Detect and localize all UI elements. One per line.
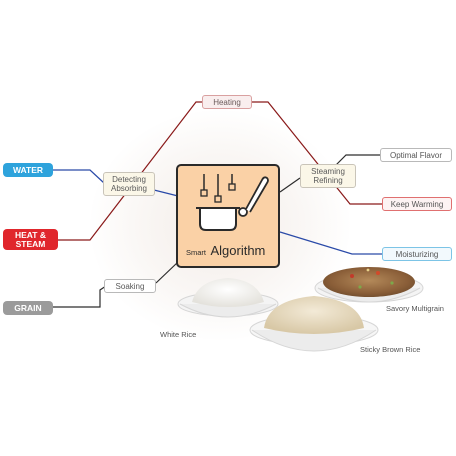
water-label: WATER — [12, 164, 44, 175]
heating-label: Heating — [213, 97, 241, 107]
algorithm-label: Algorithm — [210, 243, 266, 258]
heating-to-keep-warming-connector — [252, 101, 384, 205]
soaking-to-center-connector — [155, 261, 179, 284]
detecting-label: Detecting — [112, 175, 146, 184]
smart-algorithm-label: Smart Algorithm — [186, 242, 265, 260]
moisturizing-label: Moisturizing — [395, 249, 439, 259]
steaming-refining-node: Steaming Refining — [300, 164, 356, 188]
sticky-brown-rice-bowl — [249, 296, 379, 352]
steaming-label: Steaming — [311, 167, 345, 176]
heat-steam-label-line1: HEAT & — [14, 229, 46, 240]
water-connector — [48, 169, 105, 184]
savory-multigrain-bowl — [314, 267, 424, 303]
keep-warming-tag: Keep Warming — [382, 197, 452, 211]
white-rice-bowl — [177, 278, 279, 318]
center-to-moisturizing-connector — [279, 231, 382, 255]
heat-steam-label-line2: STEAM — [15, 238, 46, 249]
optimal-flavor-tag: Optimal Flavor — [380, 148, 452, 162]
refining-label: Refining — [313, 176, 343, 185]
smart-label: Smart — [186, 248, 207, 257]
detecting-absorbing-node: Detecting Absorbing — [103, 172, 155, 196]
soaking-node: Soaking — [104, 279, 156, 293]
sticky-brown-rice-label: Sticky Brown Rice — [360, 345, 421, 354]
smart-algorithm-box: Smart Algorithm — [176, 164, 280, 268]
soaking-label: Soaking — [115, 281, 145, 291]
absorbing-label: Absorbing — [110, 184, 148, 193]
grain-connector — [44, 285, 107, 308]
grain-tag: GRAIN — [3, 301, 53, 315]
water-tag: WATER — [3, 163, 53, 177]
heat-connector — [58, 101, 206, 241]
savory-multigrain-label: Savory Multigrain — [386, 304, 444, 313]
heat-steam-tag: HEAT & STEAM — [3, 229, 58, 250]
center-to-steaming-connector — [279, 177, 301, 193]
cooker-icon — [196, 174, 269, 231]
steaming-to-optimal-flavor-connector — [335, 154, 380, 166]
heating-node: Heating — [202, 95, 252, 109]
white-rice-label: White Rice — [160, 330, 197, 339]
moisturizing-tag: Moisturizing — [382, 247, 452, 261]
grain-label: GRAIN — [14, 302, 42, 313]
keep-warming-label: Keep Warming — [390, 199, 444, 209]
optimal-flavor-label: Optimal Flavor — [389, 150, 442, 160]
detecting-to-center-connector — [153, 189, 179, 197]
